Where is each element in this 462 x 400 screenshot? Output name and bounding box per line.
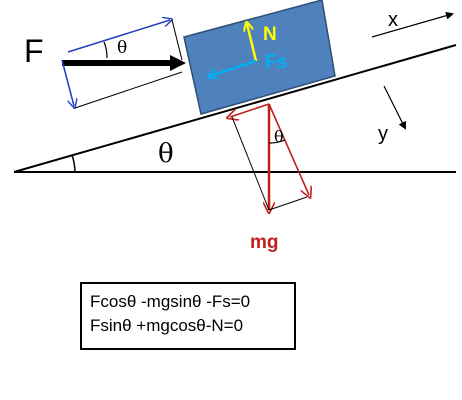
- force-angle-label: θ: [117, 38, 127, 58]
- x-axis-label: x: [388, 9, 398, 31]
- friction-force-arrow: [210, 59, 257, 76]
- angle-arc: [71, 154, 76, 173]
- weight-label: mg: [250, 232, 279, 253]
- equation-x: Fcosθ -mgsinθ -Fs=0: [90, 292, 251, 311]
- incline-line: [13, 44, 457, 173]
- force-component-perpendicular-arrow: [61, 59, 74, 106]
- applied-force-label: F: [24, 33, 44, 69]
- x-axis-arrow: [371, 11, 454, 38]
- normal-force-arrow: [247, 24, 258, 62]
- block: [183, 0, 336, 115]
- force-angle-arc: [103, 41, 108, 59]
- weight-component-parallel-arrow: [230, 103, 270, 117]
- weight-angle-label: θ: [274, 127, 284, 146]
- normal-force-label: N: [263, 24, 277, 45]
- weight-component-perpendicular-arrow: [268, 103, 309, 195]
- y-axis-arrow: [383, 85, 406, 130]
- equations-box: Fcosθ -mgsinθ -Fs=0 Fsinθ +mgcosθ-N=0: [80, 282, 296, 350]
- equation-y: Fsinθ +mgcosθ-N=0: [90, 316, 244, 335]
- y-axis-label: y: [378, 123, 388, 145]
- friction-force-label: Fs: [265, 52, 287, 73]
- projection-line-top: [171, 19, 183, 61]
- incline-angle-label: θ: [158, 139, 174, 169]
- weight-projection-line-left: [231, 116, 270, 211]
- projection-line-bottom: [74, 71, 183, 109]
- weight-angle-arc: [268, 139, 286, 144]
- weight-projection-line-bottom: [268, 196, 308, 211]
- force-component-parallel-arrow: [67, 20, 170, 53]
